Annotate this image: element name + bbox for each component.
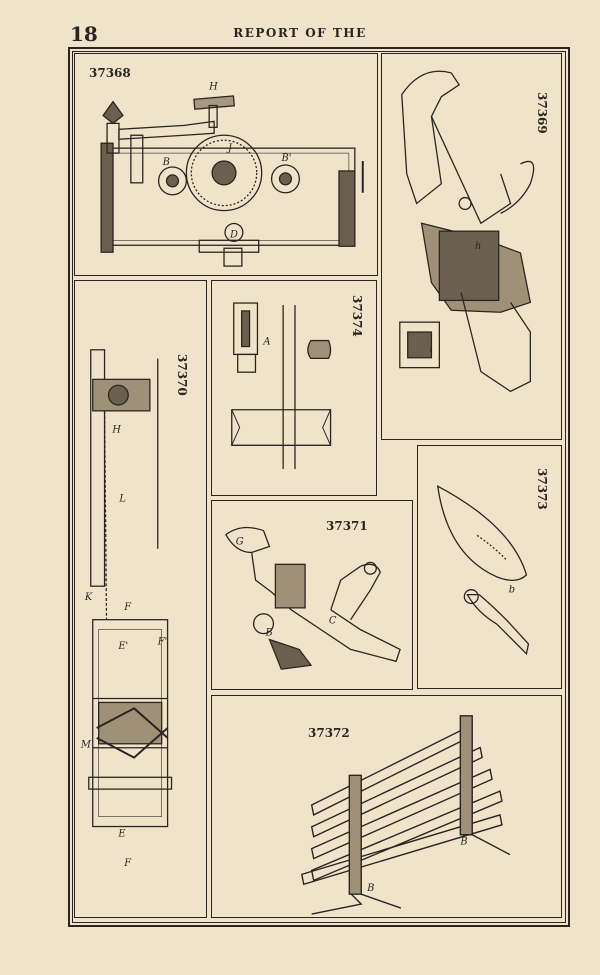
svg-text:F': F' xyxy=(157,636,168,647)
svg-text:L: L xyxy=(118,493,126,504)
svg-text:b: b xyxy=(509,585,515,596)
figure-number: 37371 xyxy=(326,519,368,533)
svg-text:F: F xyxy=(123,858,132,869)
svg-text:E: E xyxy=(117,828,126,839)
figure-number: 37372 xyxy=(308,726,350,740)
svg-text:B: B xyxy=(264,628,272,639)
svg-text:G: G xyxy=(236,537,244,548)
svg-text:M: M xyxy=(80,740,92,751)
figure-37374-drawing: A xyxy=(231,302,332,470)
svg-text:B: B xyxy=(459,837,467,848)
page-number: 18 xyxy=(70,22,98,46)
figure-37372-panel: 37372 B B xyxy=(211,695,562,918)
figure-37369-drawing: h i xyxy=(399,70,535,393)
figure-37371-drawing: G B C xyxy=(225,526,401,670)
figure-37368-drawing: H J B B' D xyxy=(100,82,364,267)
figure-37373-panel: 37373 b xyxy=(417,445,562,689)
svg-text:E': E' xyxy=(117,641,128,652)
figure-37373-drawing: b xyxy=(436,484,530,656)
figure-37368-panel: 37368 H J B xyxy=(74,53,378,276)
svg-text:F: F xyxy=(123,602,132,613)
figure-37374-panel: 37374 A xyxy=(211,280,377,496)
svg-text:B: B xyxy=(366,883,374,894)
plate-outer-border xyxy=(68,47,570,927)
svg-text:i: i xyxy=(429,344,432,355)
figure-37370-panel: 37370 H L K F E' F' M E F xyxy=(74,280,207,918)
figure-37372-drawing: B B xyxy=(300,715,511,915)
svg-text:h: h xyxy=(475,241,481,252)
svg-text:J: J xyxy=(226,143,233,154)
figure-37370-drawing: H L K F E' F' M E F xyxy=(80,349,173,869)
running-head: REPORT OF THE xyxy=(233,26,367,40)
svg-text:H: H xyxy=(208,82,218,93)
plate-inner-border xyxy=(72,51,566,923)
svg-text:C: C xyxy=(329,616,337,627)
figure-37369-panel: 37369 h i xyxy=(381,53,562,440)
svg-text:A: A xyxy=(262,337,270,348)
figure-number: 37368 xyxy=(89,66,131,80)
svg-text:H: H xyxy=(111,425,121,436)
svg-text:D: D xyxy=(229,229,238,240)
svg-text:B': B' xyxy=(280,153,291,164)
figure-37371-panel: 37371 G B C xyxy=(211,500,413,690)
svg-text:K: K xyxy=(84,592,93,603)
svg-text:B: B xyxy=(162,157,170,168)
